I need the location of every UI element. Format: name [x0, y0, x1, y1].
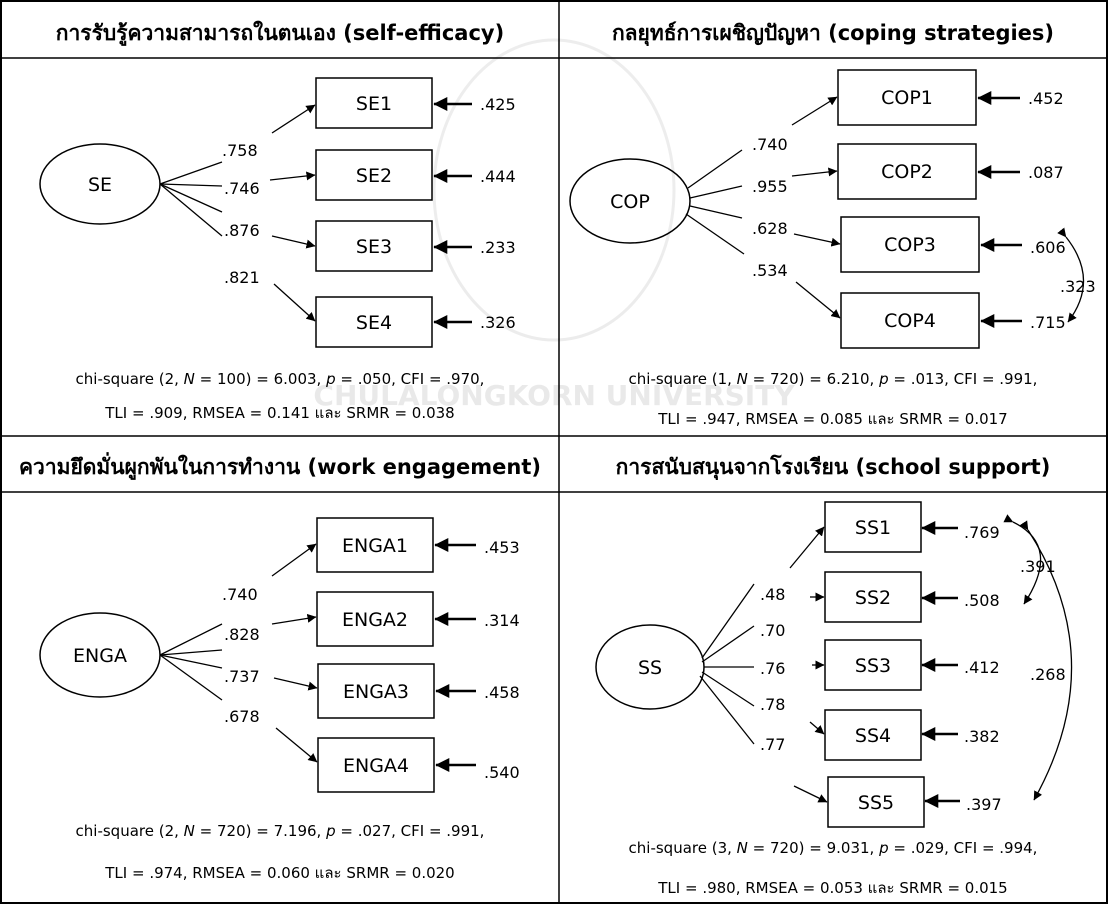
- loading-value: .876: [224, 221, 260, 240]
- loading-paths: [685, 96, 841, 319]
- error-value: .412: [964, 658, 1000, 677]
- indicator-label: SS2: [855, 587, 891, 609]
- loading-value: .737: [224, 667, 260, 686]
- error-arrows: [433, 97, 472, 329]
- error-value: .452: [1028, 89, 1064, 108]
- indicator-label: SS1: [855, 517, 891, 539]
- loading-value: .628: [752, 219, 788, 238]
- panel-coping-strategies: กลยุทธ์การเผชิญปัญหา (coping strategies)…: [569, 21, 1096, 428]
- loading-value: .955: [752, 177, 788, 196]
- panel-header: ความยึดมั่นผูกพันในการทำงาน (work engage…: [19, 451, 541, 481]
- loading-paths: [159, 543, 318, 763]
- indicator-label: COP4: [884, 310, 936, 332]
- loading-value: .746: [224, 179, 260, 198]
- error-value: .715: [1030, 313, 1066, 332]
- error-arrows: [977, 91, 1022, 328]
- indicator-label: ENGA1: [342, 535, 408, 557]
- indicator-label: SE1: [356, 93, 392, 115]
- error-arrows: [921, 521, 960, 808]
- loading-value: .77: [760, 735, 785, 754]
- covariance-curve: [1019, 520, 1073, 801]
- panel-self-efficacy: การรับรู้ความสามารถในตนเอง (self-efficac…: [39, 20, 516, 422]
- indicator-boxes: [316, 517, 435, 793]
- panel-header: การรับรู้ความสามารถในตนเอง (self-efficac…: [56, 20, 504, 47]
- loading-value: .678: [224, 707, 260, 726]
- fit-line-2: TLI = .909, RMSEA = 0.141 และ SRMR = 0.0…: [104, 404, 454, 422]
- latent-label: SS: [638, 657, 662, 679]
- panel-school-support: การสนับสนุนจากโรงเรียน (school support) …: [595, 454, 1073, 897]
- error-value: .540: [484, 763, 520, 782]
- latent-ellipse: [569, 158, 691, 244]
- error-value: .508: [964, 591, 1000, 610]
- fit-line-1: chi-square (3, N = 720) = 9.031, p = .02…: [629, 839, 1038, 857]
- error-value: .087: [1028, 163, 1064, 182]
- indicator-label: SE4: [356, 312, 392, 334]
- fit-line-1: chi-square (1, N = 720) = 6.210, p = .01…: [629, 370, 1038, 388]
- indicator-label: ENGA4: [343, 755, 409, 777]
- latent-label: ENGA: [73, 645, 127, 667]
- loading-paths: [699, 526, 828, 803]
- indicator-label: COP3: [884, 234, 936, 256]
- indicator-label: ENGA2: [342, 609, 408, 631]
- loading-value: .48: [760, 585, 785, 604]
- error-value: .444: [480, 167, 516, 186]
- fit-line-1: chi-square (2, N = 100) = 6.003, p = .05…: [76, 370, 485, 388]
- fit-line-2: TLI = .980, RMSEA = 0.053 และ SRMR = 0.0…: [657, 879, 1007, 897]
- loading-value: .534: [752, 261, 788, 280]
- latent-label: COP: [610, 191, 650, 213]
- loading-value: .828: [224, 625, 260, 644]
- loading-value: .758: [222, 141, 258, 160]
- panel-header: กลยุทธ์การเผชิญปัญหา (coping strategies): [612, 21, 1054, 47]
- loading-value: .821: [224, 268, 260, 287]
- error-value: .453: [484, 538, 520, 557]
- indicator-label: ENGA3: [343, 681, 409, 703]
- indicator-label: SS5: [858, 792, 894, 814]
- indicator-label: COP2: [881, 161, 933, 183]
- error-value: .326: [480, 313, 516, 332]
- watermark-text: CHULALONGKORN UNIVERSITY: [313, 379, 795, 412]
- loading-value: .78: [760, 695, 785, 714]
- loading-value: .740: [752, 135, 788, 154]
- covariance-value: .391: [1020, 557, 1056, 576]
- indicator-label: SE3: [356, 236, 392, 258]
- error-value: .314: [484, 611, 520, 630]
- panel-work-engagement: ความยึดมั่นผูกพันในการทำงาน (work engage…: [19, 451, 541, 882]
- loading-value: .76: [760, 659, 785, 678]
- fit-line-2: TLI = .974, RMSEA = 0.060 และ SRMR = 0.0…: [104, 864, 454, 882]
- covariance-value: .268: [1030, 665, 1066, 684]
- covariance-value: .323: [1060, 277, 1096, 296]
- fit-line-1: chi-square (2, N = 720) = 7.196, p = .02…: [76, 822, 485, 840]
- fit-line-2: TLI = .947, RMSEA = 0.085 และ SRMR = 0.0…: [657, 410, 1007, 428]
- indicator-boxes: [837, 69, 980, 349]
- indicator-label: SS3: [855, 655, 891, 677]
- latent-label: SE: [88, 174, 112, 196]
- error-value: .233: [480, 238, 516, 257]
- loading-paths: [159, 104, 316, 322]
- panel-header: การสนับสนุนจากโรงเรียน (school support): [616, 454, 1051, 481]
- watermark: CHULALONGKORN UNIVERSITY: [313, 38, 795, 412]
- indicator-label: SE2: [356, 165, 392, 187]
- error-value: .458: [484, 683, 520, 702]
- indicator-label: SS4: [855, 725, 891, 747]
- loading-value: .70: [760, 621, 785, 640]
- error-arrows: [434, 538, 476, 772]
- error-value: .606: [1030, 238, 1066, 257]
- error-value: .397: [966, 795, 1002, 814]
- indicator-label: COP1: [881, 87, 933, 109]
- indicator-boxes: [315, 77, 433, 348]
- loading-value: .740: [222, 585, 258, 604]
- error-value: .769: [964, 523, 1000, 542]
- covariance-curve: [1057, 227, 1085, 323]
- error-value: .425: [480, 95, 516, 114]
- indicator-boxes: [824, 501, 925, 828]
- error-value: .382: [964, 727, 1000, 746]
